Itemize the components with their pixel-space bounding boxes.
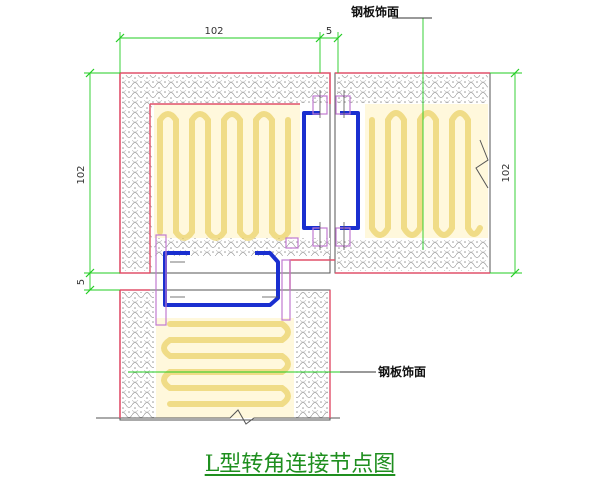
core-wave-top-left [157, 111, 291, 241]
dim-left-main: 102 [76, 165, 87, 184]
rockwool-band-bottom-rt [296, 292, 328, 418]
break-line-bottom [96, 409, 340, 425]
dim-left-small: 5 [76, 279, 87, 285]
connector-bolts [155, 95, 351, 326]
core-wave-bottom [161, 321, 291, 407]
rockwool-band-bottom-left [122, 292, 154, 418]
label-bottom-steel-facing: 钢板饰面 [378, 364, 426, 379]
dim-top-main: 102 [204, 26, 223, 37]
break-line-right [475, 139, 489, 189]
label-top-steel-facing: 钢板饰面 [351, 4, 399, 19]
steel-skin-inner [149, 103, 490, 418]
rockwool-band-left [122, 75, 152, 271]
rockwool-band-bottom-right [337, 240, 488, 271]
core-wave-top-right [369, 110, 483, 238]
dim-right-main: 102 [501, 163, 512, 182]
dimension-ticks [85, 33, 520, 295]
dim-top-small: 5 [326, 26, 332, 37]
screw-marks [170, 90, 345, 298]
c-channel-horizontal [163, 251, 280, 307]
rockwool-band-top-right [337, 75, 488, 103]
rockwool-band-top [122, 75, 328, 103]
drawing-title: L型转角连接节点图 [204, 452, 396, 477]
